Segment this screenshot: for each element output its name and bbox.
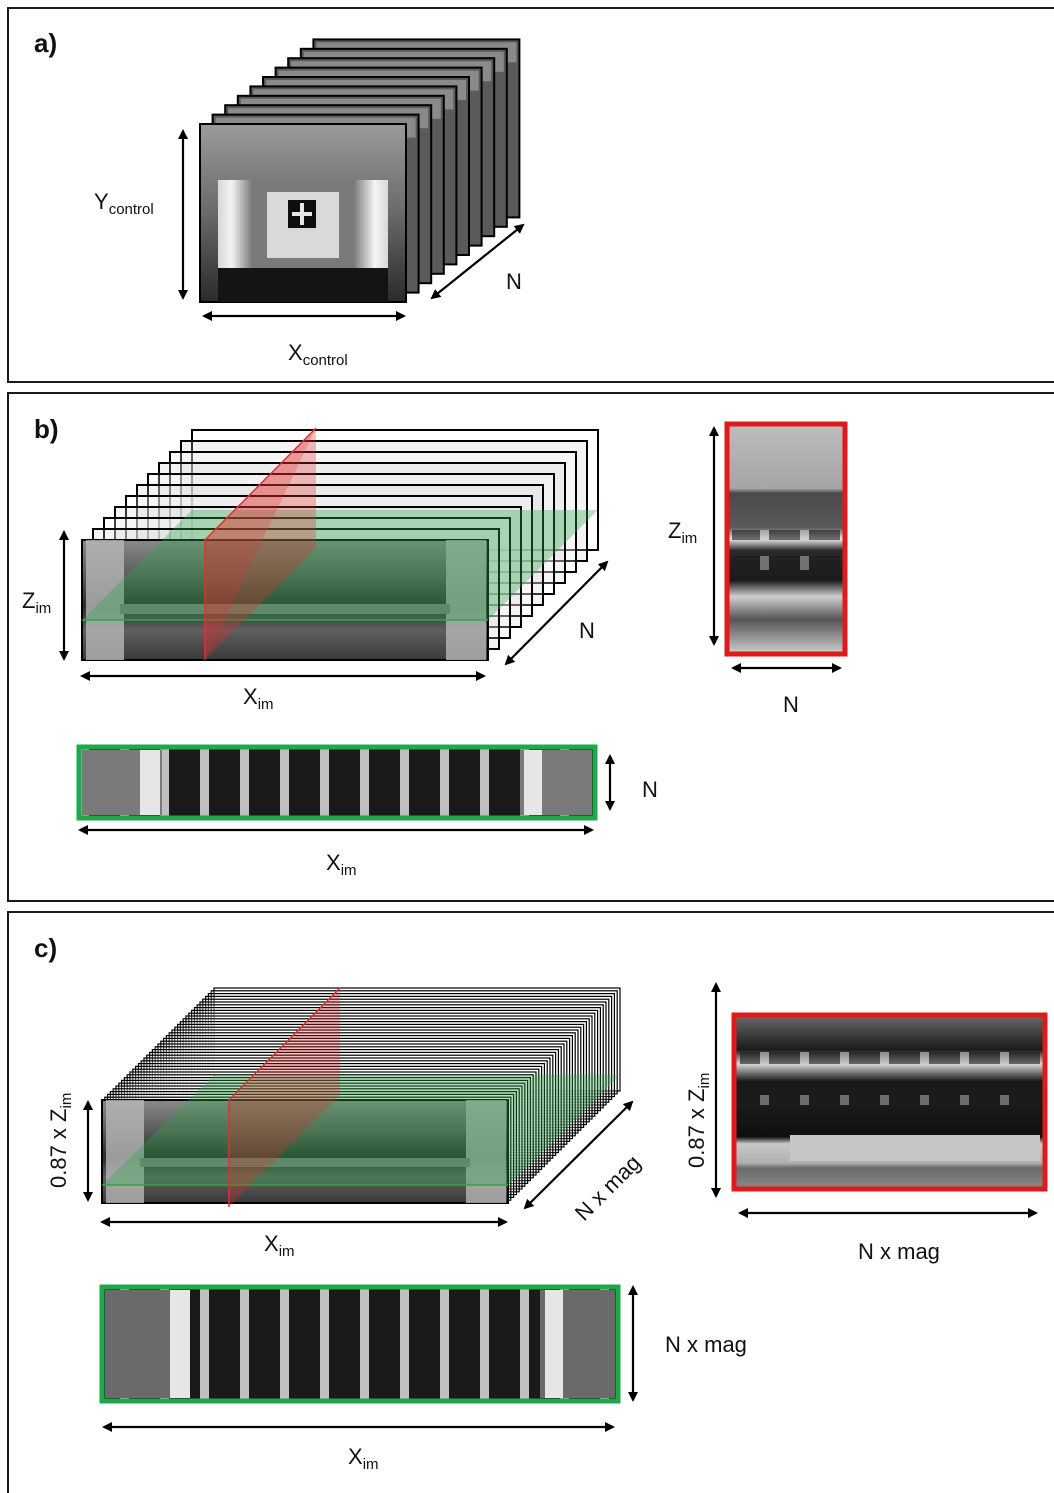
z-im-label-b: Zim [22, 588, 51, 617]
panel-a-frame [7, 7, 1054, 383]
z-im-label-red-b: Zim [668, 518, 697, 547]
panel-a-label: a) [34, 28, 57, 58]
n-label-red-b: N [783, 692, 799, 717]
green-slice-c [99, 1284, 621, 1404]
panel-b-label: b) [34, 414, 59, 444]
red-slice-b [724, 421, 848, 657]
n-label-b: N [579, 618, 595, 643]
panel-a: a) Ycontrol Xcontrol N [7, 7, 1054, 383]
n-x-mag-label-green-c: N x mag [665, 1332, 747, 1357]
n-label-green-b: N [642, 777, 658, 802]
panel-c-label: c) [34, 933, 57, 963]
z-im-label-red-c: 0.87 x Zim [684, 1073, 713, 1168]
n-depth-arrow-c [523, 1100, 634, 1210]
red-slice-c [731, 1012, 1048, 1192]
volume-b [81, 427, 599, 661]
x-control-label: Xcontrol [288, 340, 348, 369]
x-im-label-c: Xim [264, 1231, 295, 1260]
z-im-label-c: 0.87 x Zim [46, 1093, 75, 1188]
n-depth-arrow-a [430, 223, 525, 300]
x-im-label-b: Xim [243, 684, 274, 713]
green-slice-b [76, 744, 598, 821]
n-x-mag-label-red-c: N x mag [858, 1239, 940, 1264]
n-label-a: N [506, 269, 522, 294]
y-control-label: Ycontrol [94, 189, 154, 218]
panel-b: b) Zim Xim N [7, 392, 1054, 902]
control-image [199, 123, 407, 303]
x-im-label-green-b: Xim [326, 850, 357, 879]
n-depth-arrow-b [504, 560, 609, 666]
volume-c [101, 987, 621, 1207]
x-im-label-green-c: Xim [348, 1444, 379, 1473]
panel-c: c) 0.87 x Zim Xim N x mag 0.87 x [7, 911, 1054, 1493]
